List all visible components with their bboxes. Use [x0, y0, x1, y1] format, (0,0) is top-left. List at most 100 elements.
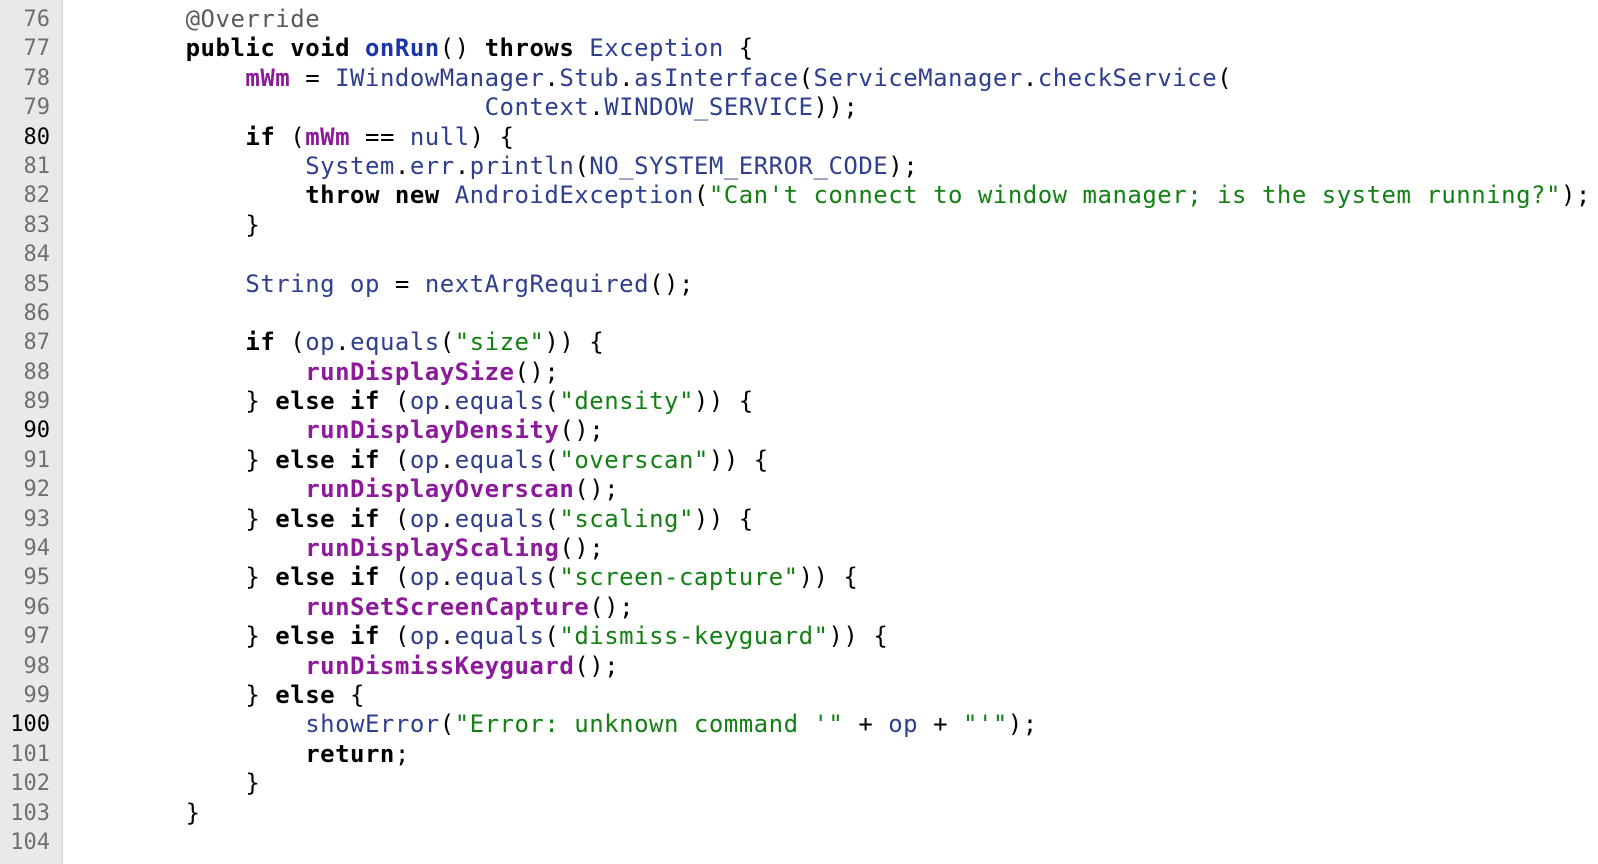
code-text: if (mWm == null) {	[66, 123, 515, 152]
code-token: +	[843, 710, 889, 739]
code-token	[66, 769, 245, 797]
code-token: (	[544, 445, 560, 474]
code-token	[66, 446, 245, 474]
code-token: ();	[514, 357, 560, 386]
line-number: 85	[23, 271, 51, 297]
code-line: 102 }	[0, 769, 1598, 798]
code-text: String op = nextArgRequired();	[66, 270, 694, 299]
line-number: 80	[23, 124, 51, 150]
code-text: } else if (op.equals("overscan")) {	[66, 446, 769, 475]
code-line: 79 Context.WINDOW_SERVICE));	[0, 93, 1598, 122]
code-line: 92 runDisplayOverscan();	[0, 475, 1598, 504]
code-token: return	[305, 739, 395, 768]
code-token: (	[275, 328, 306, 357]
code-token: op	[409, 445, 440, 474]
code-token: .	[544, 63, 560, 92]
code-token: checkService	[1037, 63, 1218, 92]
line-number: 84	[23, 242, 51, 268]
code-token: .	[394, 151, 410, 180]
code-text: System.err.println(NO_SYSTEM_ERROR_CODE)…	[66, 152, 918, 181]
code-token: (	[275, 122, 306, 151]
code-token: .	[439, 622, 455, 651]
code-token	[66, 799, 186, 827]
code-line: 82 throw new AndroidException("Can't con…	[0, 181, 1598, 210]
code-token: .	[619, 63, 635, 92]
line-number: 86	[23, 300, 51, 326]
line-number: 103	[10, 800, 50, 826]
code-text: showError("Error: unknown command '" + o…	[66, 710, 1038, 739]
code-token	[66, 387, 245, 415]
code-token: );	[1560, 181, 1591, 210]
code-line: 96 runSetScreenCapture();	[0, 593, 1598, 622]
code-text: } else if (op.equals("density")) {	[66, 387, 754, 416]
code-token	[66, 211, 245, 239]
code-text: runDismissKeyguard();	[66, 652, 619, 681]
code-line: 78 mWm = IWindowManager.Stub.asInterface…	[0, 64, 1598, 93]
code-token	[66, 64, 245, 92]
code-token	[66, 593, 305, 621]
code-token	[66, 152, 305, 180]
line-number: 91	[23, 447, 51, 473]
code-text: }	[66, 799, 201, 828]
code-token: (	[798, 63, 814, 92]
code-token: .	[589, 93, 605, 122]
code-token: else if	[275, 387, 380, 416]
code-token: (	[544, 387, 560, 416]
code-token: ));	[813, 93, 859, 122]
code-token	[66, 652, 305, 680]
line-number: 79	[23, 95, 51, 121]
code-token: equals	[454, 387, 545, 416]
code-text: mWm = IWindowManager.Stub.asInterface(Se…	[66, 64, 1232, 93]
code-token: .	[335, 328, 351, 357]
code-token: @Override	[185, 5, 321, 33]
line-number-gutter	[0, 0, 63, 864]
code-token: runDisplayDensity	[305, 416, 560, 445]
code-text: runDisplaySize();	[66, 358, 559, 387]
code-token: =	[379, 269, 425, 298]
code-token	[66, 475, 305, 503]
code-token: ();	[559, 416, 605, 445]
code-token	[66, 534, 305, 562]
code-token: }	[245, 622, 276, 651]
code-text: @Override	[66, 5, 320, 34]
code-token: )) {	[828, 622, 889, 651]
code-line: 101 return;	[0, 740, 1598, 769]
code-token: public void	[185, 34, 365, 63]
code-token	[66, 505, 245, 533]
code-token: ();	[559, 534, 605, 563]
code-token: (	[379, 504, 410, 533]
code-token: }	[245, 387, 276, 416]
code-token: Exception	[589, 34, 724, 63]
line-number: 94	[23, 536, 51, 562]
code-token: (	[693, 181, 709, 210]
code-token	[66, 328, 245, 356]
code-text: }	[66, 211, 260, 240]
code-token: op	[305, 328, 336, 357]
code-token: equals	[454, 622, 545, 651]
code-token: runDisplayOverscan	[305, 475, 575, 504]
code-line: 83 }	[0, 211, 1598, 240]
code-token: System	[305, 151, 395, 180]
code-line: 98 runDismissKeyguard();	[0, 652, 1598, 681]
code-text: } else if (op.equals("scaling")) {	[66, 505, 754, 534]
code-token: (	[439, 710, 455, 739]
code-token: .	[439, 445, 455, 474]
code-token	[66, 622, 245, 650]
code-token: else if	[275, 563, 380, 592]
code-token: );	[1007, 710, 1038, 739]
code-token: ();	[574, 475, 620, 504]
code-token: {	[335, 680, 365, 709]
code-token: ServiceManager	[813, 63, 1023, 92]
code-token: (	[1217, 63, 1233, 92]
code-line: 90 runDisplayDensity();	[0, 416, 1598, 445]
line-number: 78	[23, 65, 51, 91]
code-token	[66, 34, 186, 62]
code-token: }	[245, 563, 276, 592]
code-token	[66, 123, 245, 151]
code-token: ();	[649, 269, 694, 298]
code-token	[66, 5, 186, 33]
code-token: String	[245, 269, 336, 298]
code-token	[66, 710, 305, 738]
code-token: "Error: unknown command '"	[454, 710, 844, 739]
code-line: 77 public void onRun() throws Exception …	[0, 34, 1598, 63]
